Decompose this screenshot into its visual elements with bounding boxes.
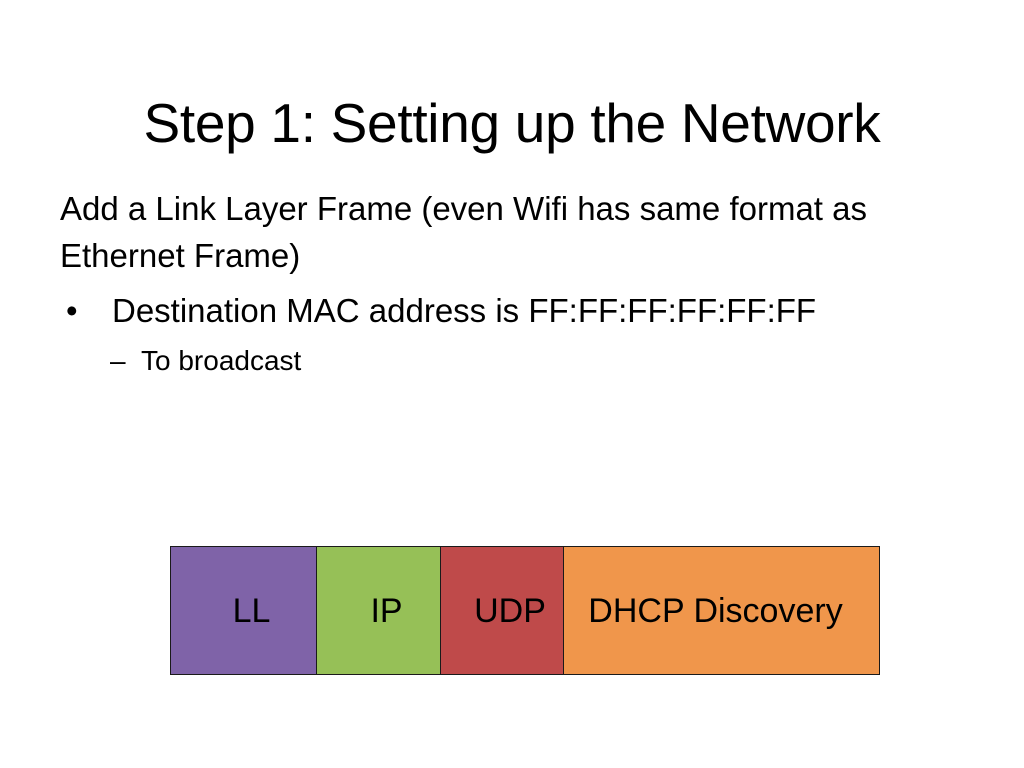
packet-segment-label: UDP [474, 591, 546, 630]
page-title: Step 1: Setting up the Network [143, 91, 881, 154]
subbullet-item: – To broadcast [60, 341, 980, 380]
subbullet-text: To broadcast [141, 344, 302, 376]
packet-segment-udp: UDP [441, 547, 564, 674]
lead-paragraph: Add a Link Layer Frame (even Wifi has sa… [60, 190, 867, 274]
packet-segment-label: LL [232, 591, 271, 630]
bullet-marker-icon: • [66, 291, 78, 329]
bullet-item: • Destination MAC address is FF:FF:FF:FF… [60, 288, 980, 335]
slide-body: Add a Link Layer Frame (even Wifi has sa… [60, 186, 980, 380]
packet-segment-label: IP [370, 591, 403, 630]
dash-marker-icon: – [110, 344, 126, 376]
bullet-text: Destination MAC address is FF:FF:FF:FF:F… [112, 291, 817, 329]
packet-diagram: LL IP UDP DHCP Discovery [170, 546, 880, 675]
packet-segment-dhcp-discovery: DHCP Discovery [564, 547, 879, 674]
packet-segment-ip: IP [317, 547, 441, 674]
packet-segment-label: DHCP Discovery [588, 591, 843, 630]
packet-segment-ll: LL [171, 547, 317, 674]
